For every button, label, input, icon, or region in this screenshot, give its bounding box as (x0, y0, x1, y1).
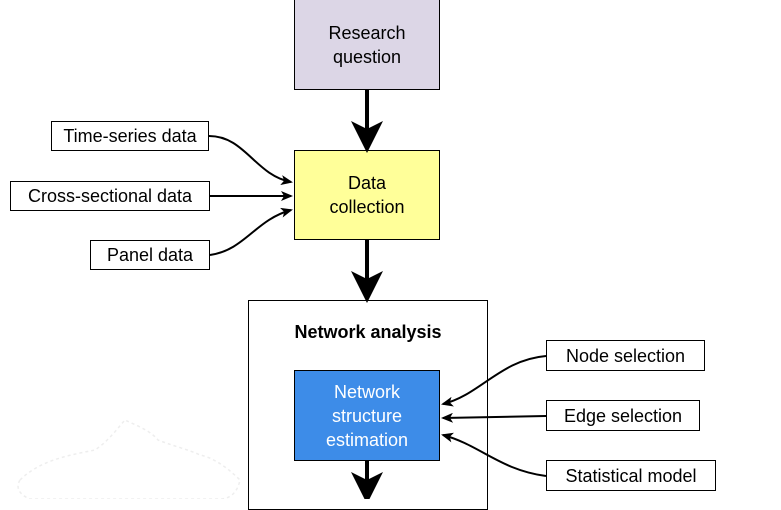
research-question-box: Research question (294, 0, 440, 90)
statistical-model-box: Statistical model (546, 460, 716, 491)
arrow-statistical-model-to-estimation (441, 432, 547, 477)
cross-sectional-data-box: Cross-sectional data (10, 181, 210, 211)
arrow-edge-selection-to-estimation (441, 412, 547, 423)
statistical-model-label: Statistical model (565, 465, 697, 486)
cross-sectional-data-label: Cross-sectional data (27, 186, 193, 206)
arrow-panel-to-collection (209, 207, 293, 256)
time-series-data-box: Time-series data (51, 121, 209, 151)
time-series-data-label: Time-series data (63, 126, 197, 146)
arrow-node-selection-to-estimation (441, 355, 547, 407)
network-analysis-title: Network analysis (294, 322, 442, 342)
node-selection-label: Node selection (565, 345, 686, 366)
edge-selection-label: Edge selection (563, 405, 683, 426)
network-structure-estimation-box: Network structure estimation (294, 370, 440, 461)
research-question-label: Research question (328, 22, 406, 67)
network-structure-estimation-label: Network structure estimation (325, 381, 409, 450)
panel-data-label: Panel data (106, 245, 194, 265)
node-selection-box: Node selection (546, 340, 705, 371)
data-collection-box: Data collection (294, 150, 440, 240)
edge-selection-box: Edge selection (546, 400, 700, 431)
data-collection-label: Data collection (329, 173, 405, 217)
connector-layer (208, 90, 547, 499)
arrow-time-series-to-collection (208, 135, 293, 185)
panel-data-box: Panel data (90, 240, 210, 270)
